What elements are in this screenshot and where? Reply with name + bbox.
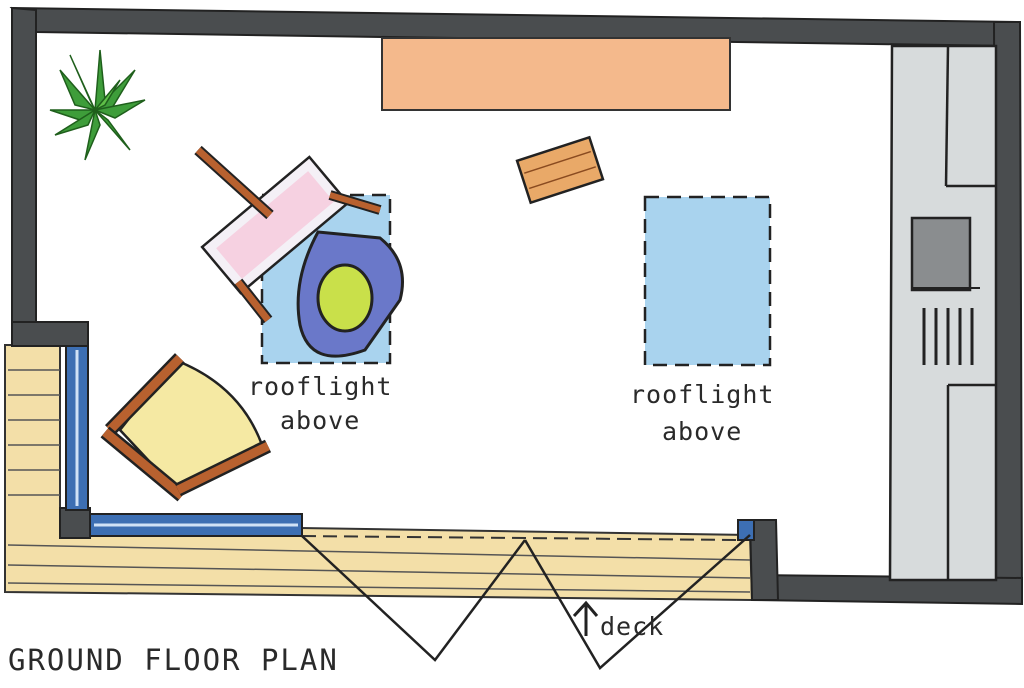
door-swings xyxy=(301,534,751,670)
rooflight-2-label-line-1: rooflight xyxy=(630,380,775,409)
deck-boards xyxy=(7,369,751,593)
rug xyxy=(381,37,731,111)
windows xyxy=(65,345,755,541)
rooflight-1-label-line-2: above xyxy=(280,406,361,435)
sliding-door-track xyxy=(301,535,741,541)
plan-title: GROUND FLOOR PLAN xyxy=(8,643,339,677)
plant-icon xyxy=(49,49,146,161)
rooflight-2-label-line-2: above xyxy=(662,417,743,446)
side-table xyxy=(515,135,605,205)
rooflight-1-label-line-1: rooflight xyxy=(248,372,393,401)
cooktop xyxy=(910,216,972,292)
swivel-chair xyxy=(296,230,404,358)
deck-arrow-icon xyxy=(572,600,599,636)
sink-drainer xyxy=(922,308,974,365)
armchair xyxy=(100,353,272,502)
rooflight-2 xyxy=(643,195,772,367)
lounger xyxy=(194,145,382,324)
walls xyxy=(9,6,1024,606)
deck-label: deck xyxy=(600,612,665,641)
kitchen xyxy=(888,44,998,582)
